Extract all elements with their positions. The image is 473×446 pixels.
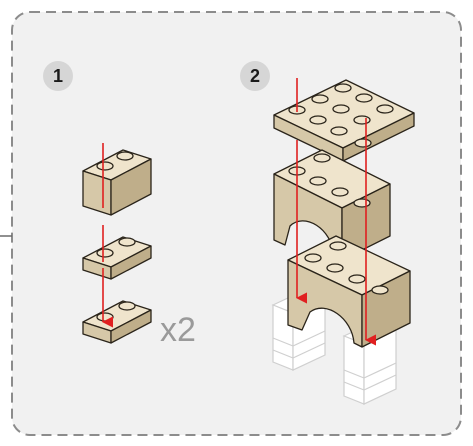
- step-1-badge: 1: [43, 61, 73, 91]
- step-2-arrows: [295, 78, 377, 346]
- step-1-number: 1: [53, 66, 63, 86]
- quantity-multiplier: x2: [160, 311, 196, 349]
- step-2-number: 2: [250, 66, 260, 86]
- arch-brick-1x4-lower: [287, 235, 411, 348]
- brick-1x2-tall: [82, 149, 152, 216]
- step-2-badge: 2: [240, 61, 270, 91]
- plate-studs: [288, 83, 394, 148]
- plate-1x2: [82, 236, 152, 280]
- plate-2x4: [273, 79, 415, 162]
- brick-studs: [96, 151, 134, 171]
